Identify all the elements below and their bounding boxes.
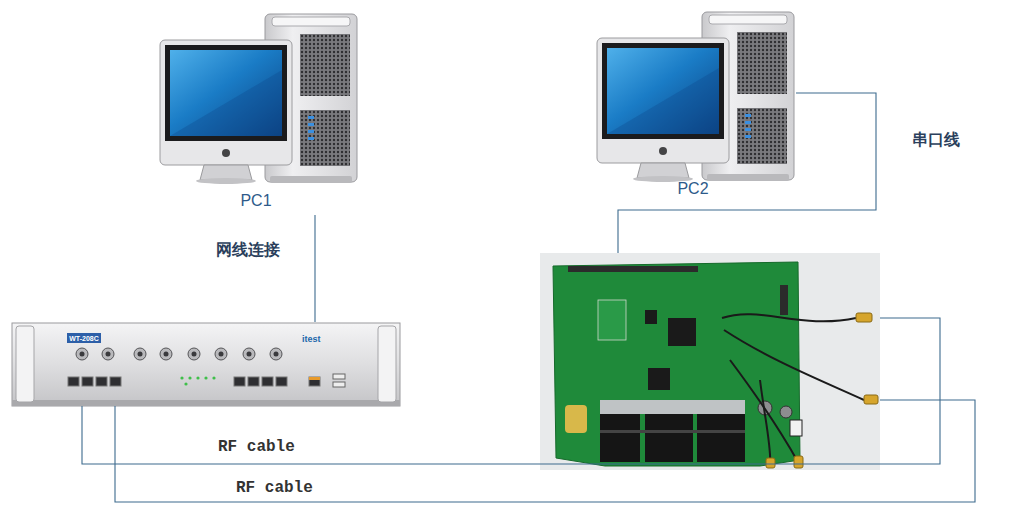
rf-cable-line: [82, 318, 940, 464]
dut-board: [540, 253, 880, 470]
cable-label: 串口线: [910, 130, 962, 150]
pc-illustration: [597, 12, 794, 182]
rf-cable-line: [115, 400, 975, 502]
pc-label: PC2: [677, 180, 708, 198]
panel-label: WT-208C: [69, 334, 99, 343]
cable-label: 网线连接: [214, 240, 282, 260]
cable-line: [618, 93, 876, 253]
cable-label: RF cable: [234, 478, 315, 498]
wireless-tester: WT-208C itest: [10, 322, 402, 406]
tester-illustration: [12, 323, 400, 406]
pc-label: PC1: [240, 192, 271, 210]
panel-label: itest: [302, 334, 321, 345]
cable-label: RF cable: [216, 437, 297, 457]
cable-line: [314, 215, 315, 322]
pc-illustration: [160, 14, 357, 184]
computer: PC2: [590, 8, 796, 205]
computer: PC1: [150, 10, 362, 215]
board-illustration: [540, 253, 880, 470]
